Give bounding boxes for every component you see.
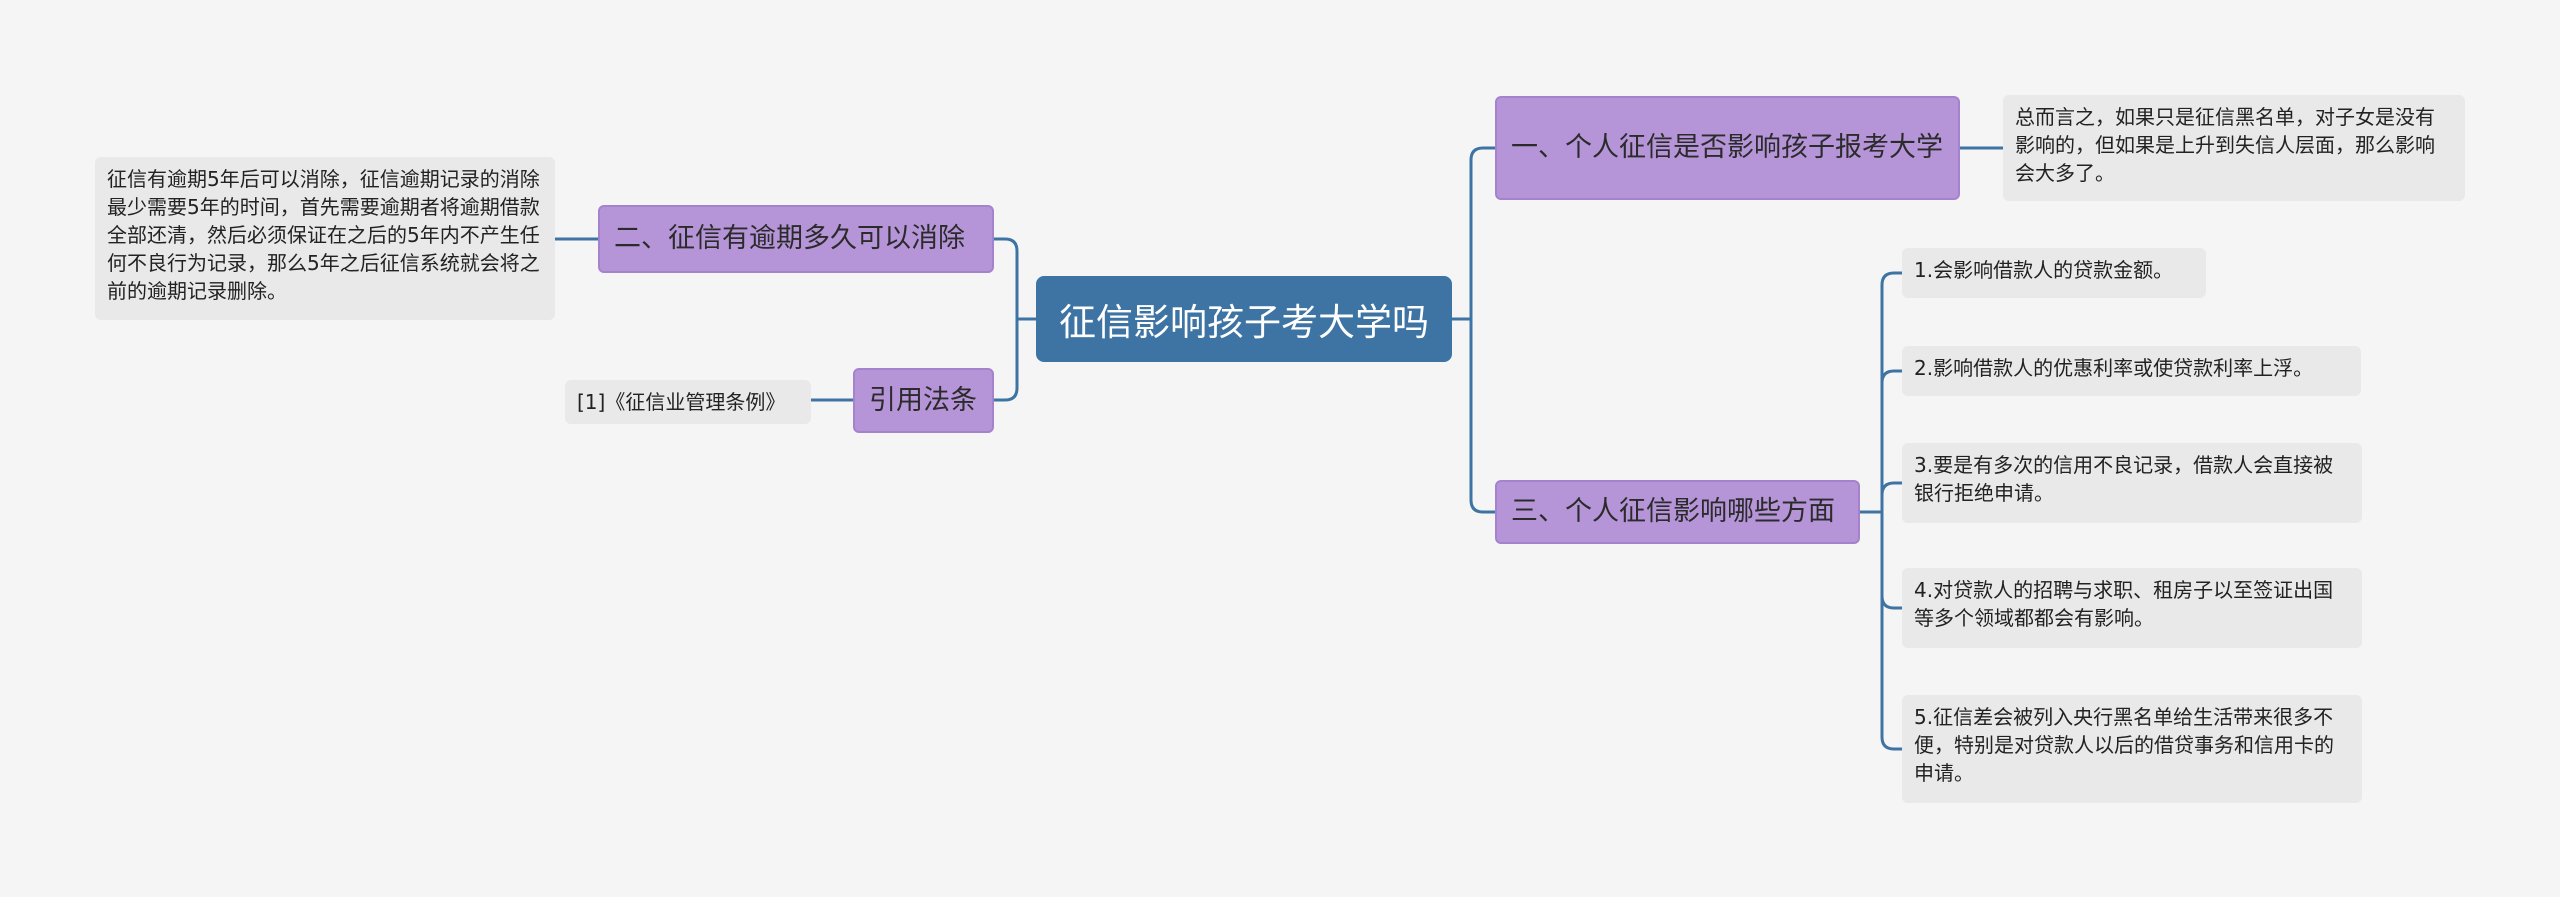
branch-node-3-label: 引用法条 xyxy=(869,384,977,416)
list-item-b4-2[interactable]: 2.影响借款人的优惠利率或使贷款利率上浮。 xyxy=(1902,346,2361,396)
list-item-b4-1-text: 1.会影响借款人的贷款金额。 xyxy=(1914,258,2174,282)
branch-node-2-label: 二、征信有逾期多久可以消除 xyxy=(614,223,965,254)
connector-b4-item4 xyxy=(1880,510,1904,610)
branch-node-2[interactable]: 二、征信有逾期多久可以消除 xyxy=(598,205,994,273)
leaf-note-b1[interactable]: 总而言之，如果只是征信黑名单，对子女是没有影响的，但如果是上升到失信人层面，那么… xyxy=(2003,95,2465,201)
list-item-b4-3[interactable]: 3.要是有多次的信用不良记录，借款人会直接被银行拒绝申请。 xyxy=(1902,443,2362,523)
list-item-b4-5-text: 5.征信差会被列入央行黑名单给生活带来很多不便，特别是对贷款人以后的借贷事务和信… xyxy=(1914,705,2334,785)
list-item-b4-1[interactable]: 1.会影响借款人的贷款金额。 xyxy=(1902,248,2206,298)
connector-b4-item3 xyxy=(1880,481,1904,514)
branch-node-3[interactable]: 引用法条 xyxy=(853,368,994,433)
list-item-b4-4-text: 4.对贷款人的招聘与求职、租房子以至签证出国等多个领域都都会有影响。 xyxy=(1914,578,2334,630)
leaf-note-b1-text: 总而言之，如果只是征信黑名单，对子女是没有影响的，但如果是上升到失信人层面，那么… xyxy=(2015,105,2435,185)
branch-node-4[interactable]: 三、个人征信影响哪些方面 xyxy=(1495,480,1860,544)
branch-node-1[interactable]: 一、个人征信是否影响孩子报考大学 xyxy=(1495,96,1960,200)
list-item-b4-5[interactable]: 5.征信差会被列入央行黑名单给生活带来很多不便，特别是对贷款人以后的借贷事务和信… xyxy=(1902,695,2362,803)
list-item-b4-2-text: 2.影响借款人的优惠利率或使贷款利率上浮。 xyxy=(1914,356,2314,380)
leaf-note-b3-text: [1]《征信业管理条例》 xyxy=(577,390,786,414)
connector-trunk-left-up xyxy=(992,237,1019,321)
root-topic[interactable]: 征信影响孩子考大学吗 xyxy=(1036,276,1452,362)
root-topic-label: 征信影响孩子考大学吗 xyxy=(1059,301,1429,344)
branch-node-4-label: 三、个人征信影响哪些方面 xyxy=(1511,496,1835,527)
connector-trunk-right xyxy=(1469,146,1497,321)
connector-b4-item5 xyxy=(1880,510,1904,751)
connector-b4-item1 xyxy=(1880,271,1904,514)
connector-trunk-left-down xyxy=(992,317,1019,402)
leaf-note-b2[interactable]: 征信有逾期5年后可以消除，征信逾期记录的消除最少需要5年的时间，首先需要逾期者将… xyxy=(95,157,555,320)
branch-node-1-label: 一、个人征信是否影响孩子报考大学 xyxy=(1511,132,1943,163)
list-item-b4-3-text: 3.要是有多次的信用不良记录，借款人会直接被银行拒绝申请。 xyxy=(1914,453,2334,505)
connector-b4-item2 xyxy=(1880,369,1904,514)
list-item-b4-4[interactable]: 4.对贷款人的招聘与求职、租房子以至签证出国等多个领域都都会有影响。 xyxy=(1902,568,2362,648)
leaf-note-b3[interactable]: [1]《征信业管理条例》 xyxy=(565,380,811,424)
connector-trunk-right-down xyxy=(1469,317,1497,514)
leaf-note-b2-text: 征信有逾期5年后可以消除，征信逾期记录的消除最少需要5年的时间，首先需要逾期者将… xyxy=(107,167,540,303)
